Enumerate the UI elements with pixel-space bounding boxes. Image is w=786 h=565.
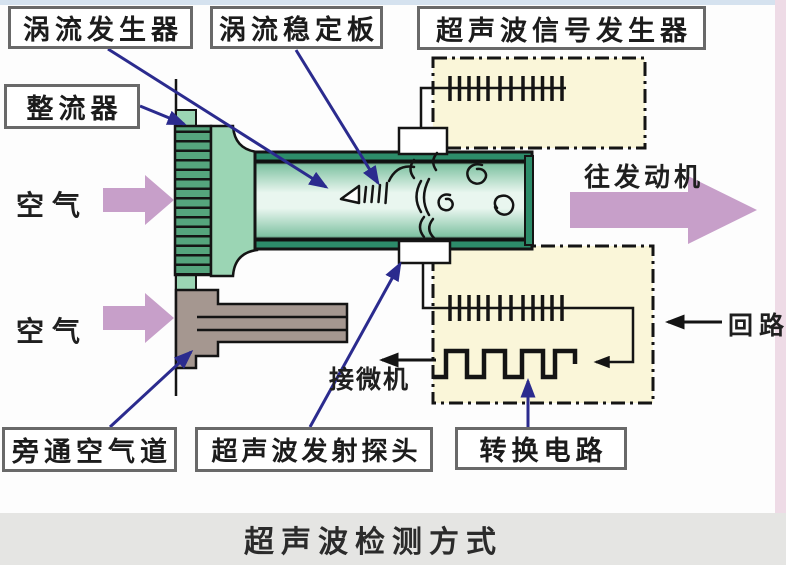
vortex-flow-icons: [339, 151, 515, 240]
bypass-duct-pointer: [108, 349, 194, 429]
stabilizer-plate-pointer: [294, 49, 380, 186]
label-box-vortex-generator: 涡流发生器: [8, 6, 193, 49]
diagram-caption: 超声波检测方式: [244, 526, 503, 559]
loop-label: 回路: [728, 312, 786, 340]
air-label-upper: 空气: [16, 190, 89, 221]
rectifier-graphic: [173, 109, 213, 299]
to-engine-label: 往发动机: [584, 162, 705, 192]
flow-arrow-icon: [103, 293, 174, 343]
pointer-leader-lines: [107, 47, 536, 429]
caption-strip: 超声波检测方式: [0, 513, 786, 565]
vortex-generator-pointer: [107, 47, 329, 189]
tube-end-cap: [524, 155, 534, 246]
label-box-vortex-stabilizer-plate: 涡流稳定板: [210, 6, 383, 49]
label-box-ultrasonic-signal-generator: 超声波信号发生器: [417, 6, 706, 50]
flow-arrow-icon: [103, 175, 174, 225]
top-edge-strip: [0, 0, 786, 5]
label-box-conversion-circuit: 转换电路: [455, 427, 627, 470]
air-label-lower: 空气: [16, 316, 89, 347]
label-box-bypass-air-duct: 旁通空气道: [2, 427, 177, 472]
square-wave-icon: [433, 348, 578, 380]
air-flow-arrows: [103, 175, 757, 343]
lower-probe: [397, 239, 452, 265]
label-box-rectifier: 整流器: [4, 84, 140, 129]
upper-probe: [397, 126, 449, 156]
measuring-tube: [253, 150, 534, 251]
feedback-link-arrow: [566, 306, 635, 369]
bell-mouth-funnel: [209, 124, 259, 278]
vortex-swirl-icon: [466, 163, 488, 185]
rectifier-pointer: [139, 104, 187, 126]
upper-pulse-train-icon: [419, 76, 566, 128]
vortex-swirl-icon: [493, 194, 515, 216]
vortex-swirl-icon: [437, 193, 454, 212]
flow-arrow-icon: [570, 176, 757, 244]
lower-pulse-train-icon: [421, 263, 566, 321]
to-microcomputer-label: 接微机: [329, 366, 411, 394]
right-edge-strip: [775, 0, 786, 513]
conversion-circuit-panel: [431, 244, 655, 405]
signal-generator-panel: [431, 56, 647, 150]
label-box-ultrasonic-transmit-probe: 超声波发射探头: [195, 427, 433, 472]
bypass-air-duct-graphic: [174, 288, 349, 370]
transmit-probe-pointer: [308, 261, 402, 428]
bluff-body-icon: [339, 184, 361, 205]
